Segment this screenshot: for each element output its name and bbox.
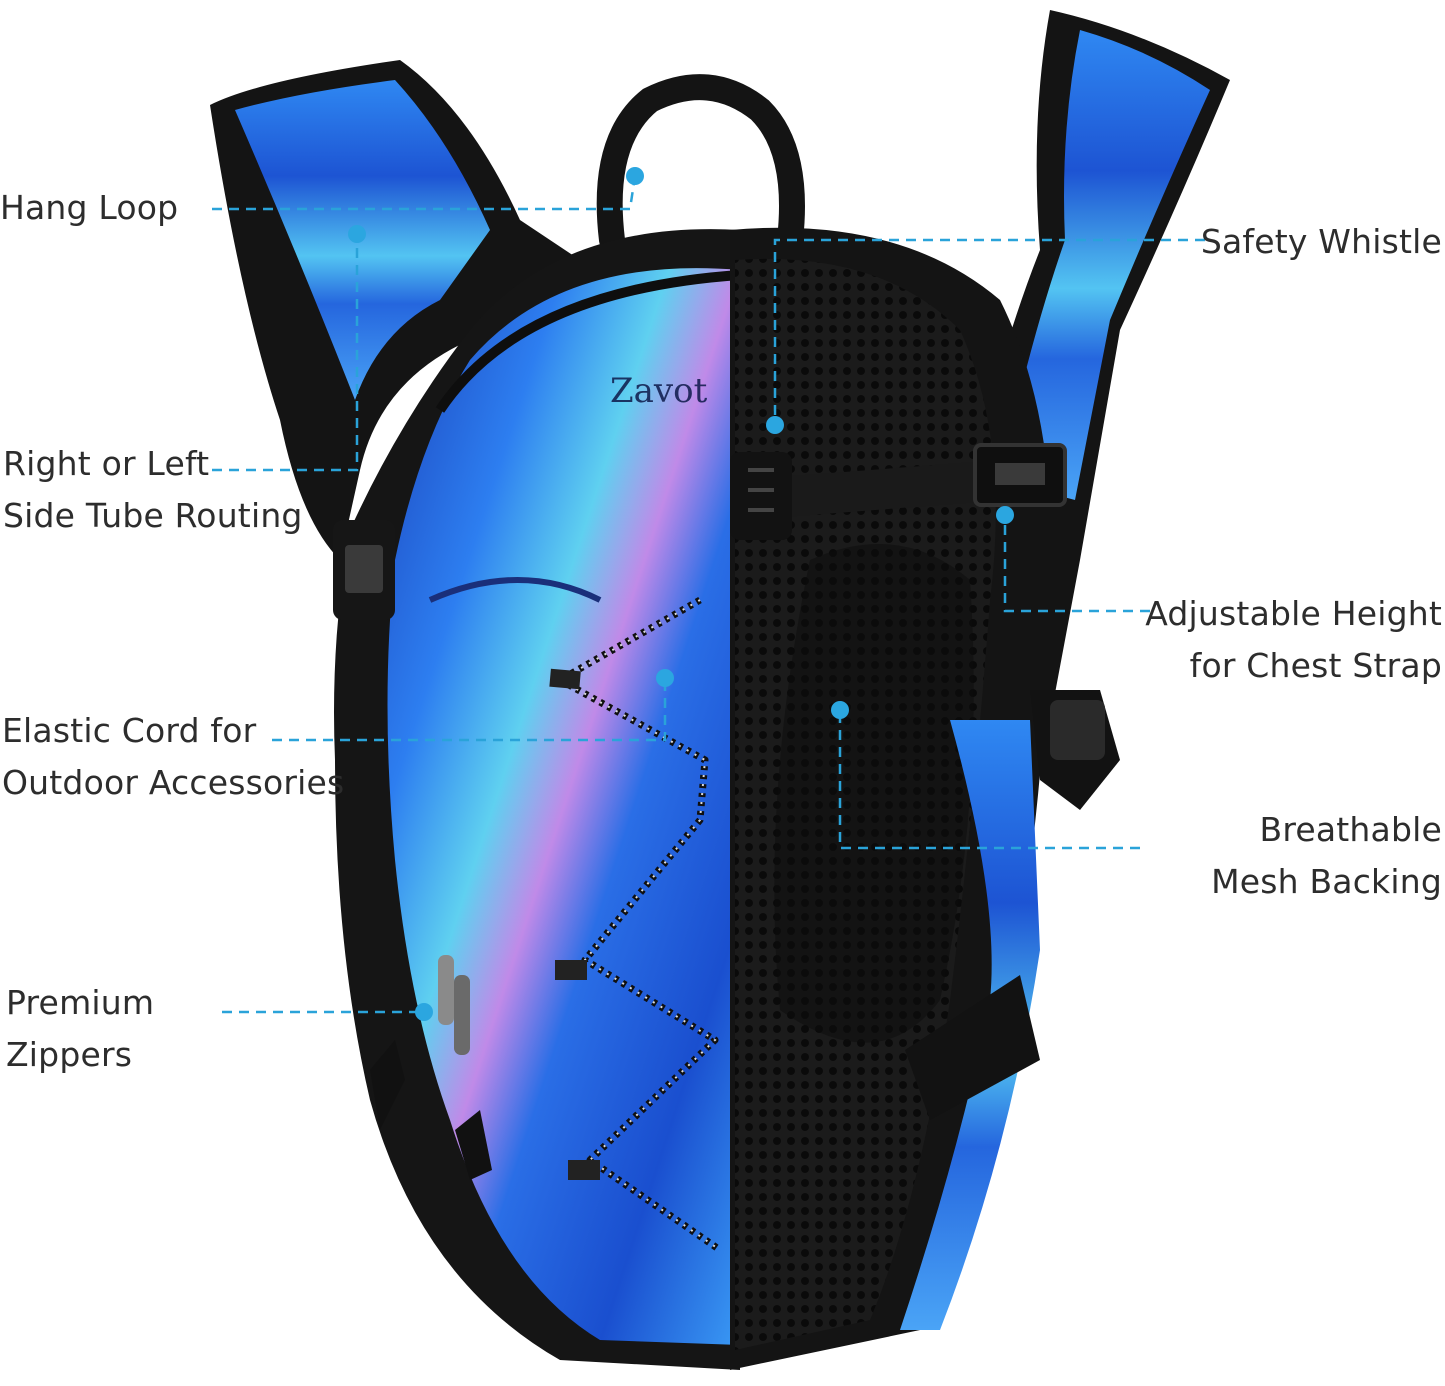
dot-mesh-backing <box>831 701 849 719</box>
label-zippers: Premium Zippers <box>6 977 154 1081</box>
callout-lines <box>212 175 1205 1014</box>
dot-zippers <box>415 1003 433 1021</box>
label-chest-strap-line2: for Chest Strap <box>1189 646 1442 685</box>
label-mesh-backing-line2: Mesh Backing <box>1211 862 1442 901</box>
label-tube-routing-line2: Side Tube Routing <box>3 496 303 535</box>
label-chest-strap-line1: Adjustable Height <box>1145 594 1442 633</box>
label-zippers-line1: Premium <box>6 983 155 1022</box>
dot-safety-whistle <box>766 416 784 434</box>
label-safety-whistle: Safety Whistle <box>1201 216 1442 268</box>
label-elastic-cord: Elastic Cord for Outdoor Accessories <box>2 705 344 809</box>
dot-elastic-cord <box>656 669 674 687</box>
label-chest-strap: Adjustable Height for Chest Strap <box>1145 588 1442 692</box>
safety-whistle-body <box>730 452 792 540</box>
label-tube-routing-line1: Right or Left <box>3 444 210 483</box>
label-elastic-cord-line2: Outdoor Accessories <box>2 763 345 802</box>
label-hang-loop-text: Hang Loop <box>0 188 179 227</box>
label-zippers-line2: Zippers <box>6 1035 133 1074</box>
zipper-pulls <box>370 955 492 1180</box>
label-hang-loop: Hang Loop <box>0 182 178 234</box>
label-mesh-backing: Breathable Mesh Backing <box>1211 804 1442 908</box>
label-safety-whistle-text: Safety Whistle <box>1200 222 1442 261</box>
label-elastic-cord-line1: Elastic Cord for <box>2 711 257 750</box>
dot-hang-loop <box>626 167 644 185</box>
label-mesh-backing-line1: Breathable <box>1259 810 1442 849</box>
label-tube-routing: Right or Left Side Tube Routing <box>3 438 303 542</box>
hang-loop <box>596 74 805 253</box>
brand-logo: Zavot <box>610 371 708 411</box>
dot-tube-routing <box>348 225 366 243</box>
chest-strap <box>740 460 1005 520</box>
holographic-front-panel <box>387 268 740 1345</box>
dot-chest-strap <box>996 506 1014 524</box>
